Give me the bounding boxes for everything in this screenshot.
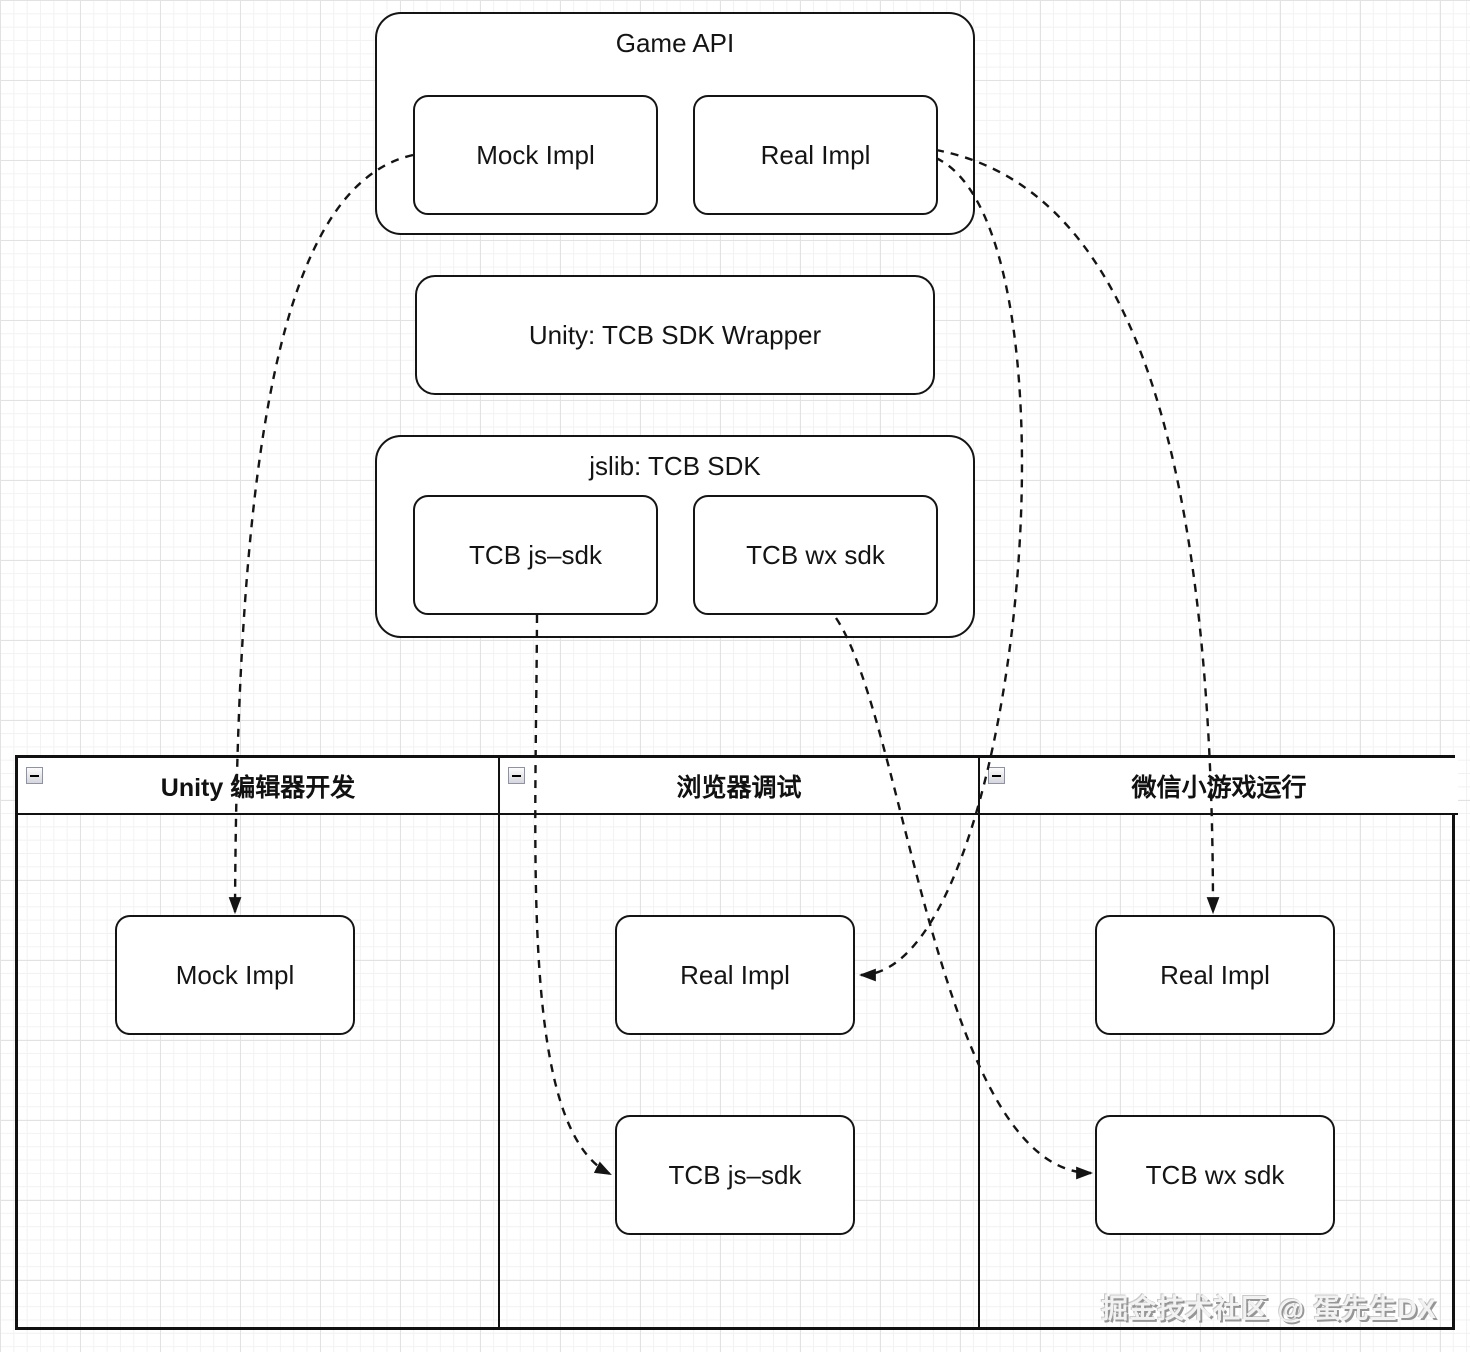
lane-browser-debug-header: 浏览器调试 bbox=[500, 758, 978, 815]
node-label: TCB wx sdk bbox=[746, 539, 885, 570]
node-editor-mock-impl: Mock Impl bbox=[115, 915, 355, 1035]
lane-title: Unity 编辑器开发 bbox=[160, 773, 356, 802]
node-game-api-real-impl: Real Impl bbox=[693, 95, 938, 215]
node-wechat-real-impl: Real Impl bbox=[1095, 915, 1335, 1035]
node-label: Mock Impl bbox=[175, 959, 295, 990]
node-label: Real Impl bbox=[1160, 959, 1270, 990]
node-label: TCB js–sdk bbox=[469, 539, 602, 570]
lane-unity-editor-header: Unity 编辑器开发 bbox=[18, 758, 498, 815]
node-label: TCB js–sdk bbox=[668, 1159, 802, 1190]
node-jslib-tcb-wx-sdk: TCB wx sdk bbox=[693, 495, 938, 615]
lane-title: 浏览器调试 bbox=[676, 773, 802, 802]
lane-title: 微信小游戏运行 bbox=[1131, 773, 1307, 802]
node-game-api-mock-impl: Mock Impl bbox=[413, 95, 658, 215]
lane-unity-editor: Unity 编辑器开发 bbox=[18, 758, 498, 1327]
lane-browser-debug: 浏览器调试 bbox=[498, 758, 978, 1327]
lane-wechat-minigame: 微信小游戏运行 bbox=[978, 758, 1458, 1327]
collapse-button[interactable] bbox=[508, 767, 525, 784]
lane-wechat-minigame-header: 微信小游戏运行 bbox=[980, 758, 1458, 815]
node-label: TCB wx sdk bbox=[1145, 1159, 1285, 1190]
node-label: Unity: TCB SDK Wrapper bbox=[528, 319, 822, 350]
node-wechat-tcb-wx-sdk: TCB wx sdk bbox=[1095, 1115, 1335, 1235]
group-jslib-title: jslib: TCB SDK bbox=[589, 451, 761, 481]
node-label: Real Impl bbox=[760, 139, 871, 170]
node-browser-real-impl: Real Impl bbox=[615, 915, 855, 1035]
group-game-api-title: Game API bbox=[615, 28, 735, 58]
node-label: Mock Impl bbox=[476, 139, 595, 170]
node-jslib-tcb-js-sdk: TCB js–sdk bbox=[413, 495, 658, 615]
collapse-minus-icon bbox=[512, 774, 521, 777]
collapse-button[interactable] bbox=[26, 767, 43, 784]
watermark: 掘金技术社区 @ 蛋先生DX bbox=[1101, 1294, 1437, 1324]
node-label: Real Impl bbox=[680, 959, 790, 990]
collapse-minus-icon bbox=[992, 774, 1001, 777]
node-unity-tcb-sdk-wrapper: Unity: TCB SDK Wrapper bbox=[415, 275, 935, 395]
collapse-button[interactable] bbox=[988, 767, 1005, 784]
collapse-minus-icon bbox=[30, 774, 39, 777]
node-browser-tcb-js-sdk: TCB js–sdk bbox=[615, 1115, 855, 1235]
swimlane-pool: Unity 编辑器开发 浏览器调试 微信小游戏运行 bbox=[15, 755, 1458, 1330]
